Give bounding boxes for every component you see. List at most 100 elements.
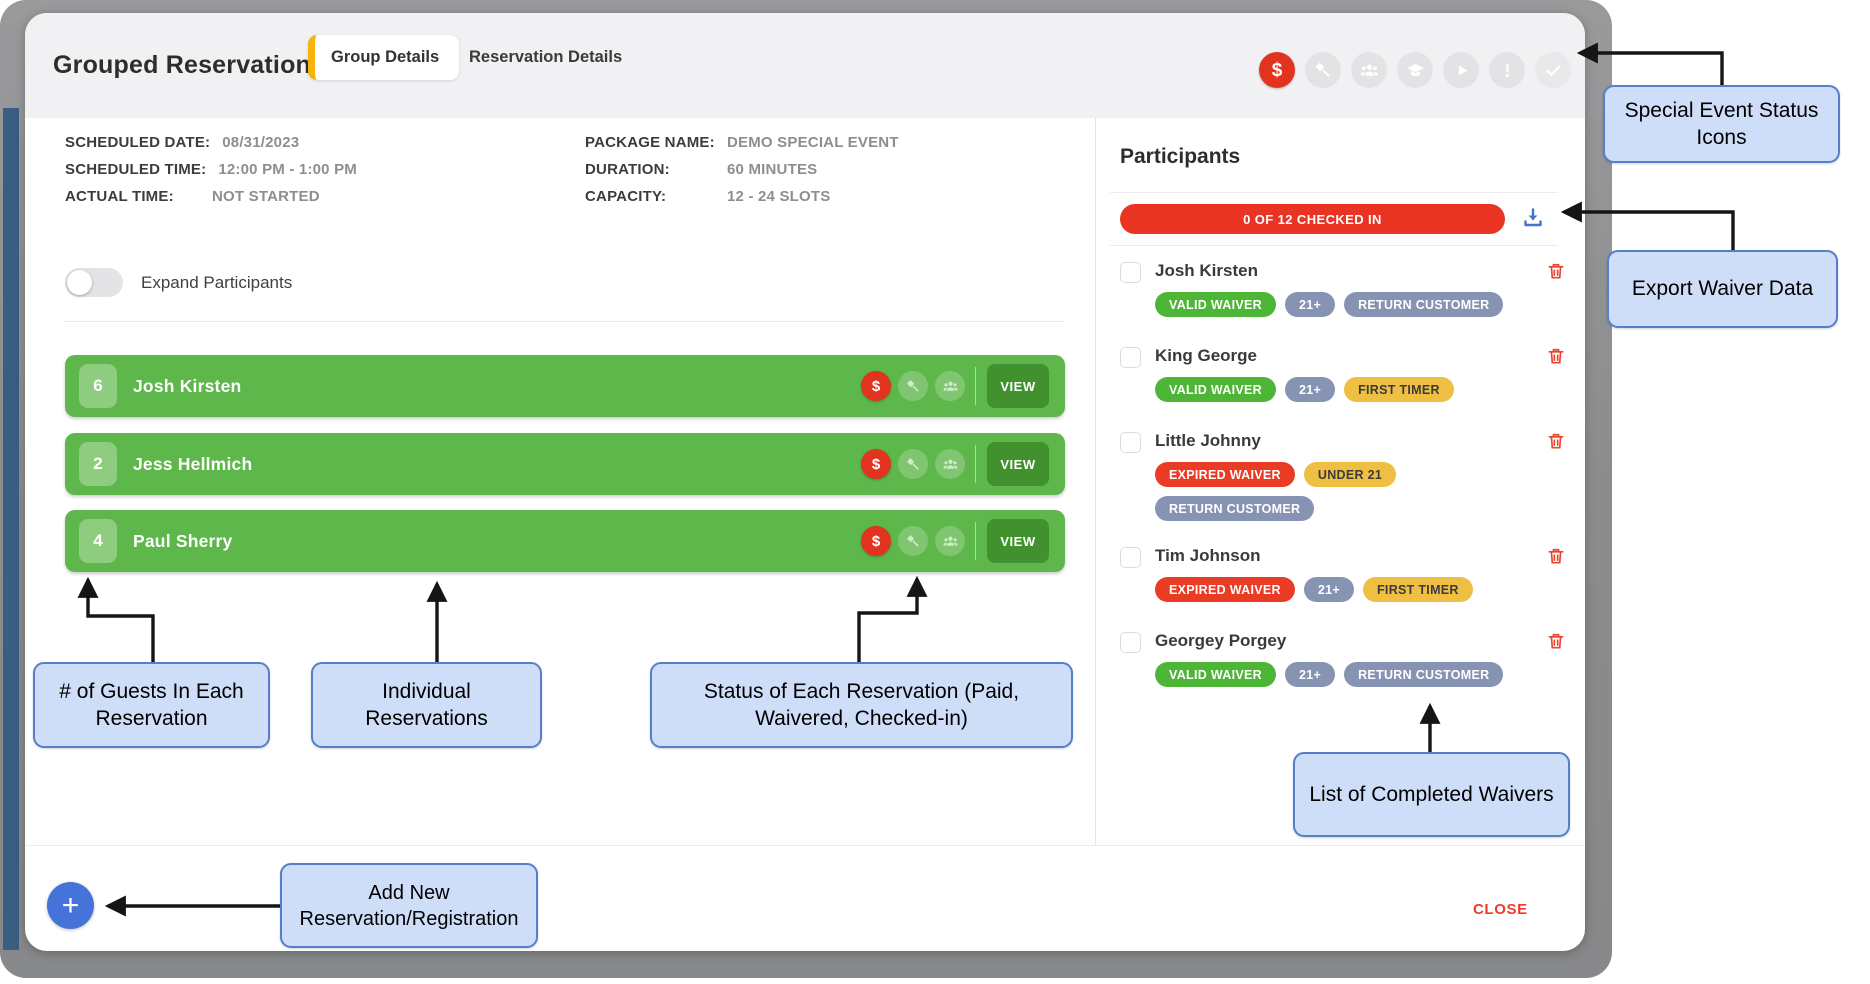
graduation-cap-status-icon[interactable] [1397, 52, 1433, 88]
participant-name: Josh Kirsten [1155, 261, 1258, 280]
checked-in-status-pill[interactable]: 0 OF 12 CHECKED IN [1120, 204, 1505, 234]
waiver-badge: VALID WAIVER [1155, 662, 1276, 687]
scheduled-time-value: 12:00 PM - 1:00 PM [218, 161, 357, 178]
participant-name: Little Johnny [1155, 431, 1261, 450]
grouped-reservation-modal: Grouped Reservation Group Details Reserv… [25, 13, 1585, 951]
schedule-details: SCHEDULED DATE: 08/31/2023 SCHEDULED TIME… [65, 134, 357, 215]
expand-participants-label: Expand Participants [141, 272, 293, 292]
participant-badges: VALID WAIVER 21+ FIRST TIMER [1155, 377, 1454, 402]
tab-group-details-label: Group Details [331, 48, 440, 66]
age-badge: 21+ [1284, 377, 1336, 402]
duration-label: DURATION: [585, 161, 670, 178]
tab-reservation-details[interactable]: Reservation Details [455, 35, 636, 80]
scheduled-date-label: SCHEDULED DATE: [65, 134, 211, 151]
customer-badge: RETURN CUSTOMER [1344, 292, 1504, 317]
bar-divider [975, 522, 976, 560]
trash-icon[interactable] [1545, 631, 1566, 652]
age-badge: UNDER 21 [1303, 462, 1397, 487]
view-reservation-button[interactable]: VIEW [987, 519, 1049, 563]
dollar-status-icon[interactable]: $ [1259, 52, 1295, 88]
callout-special-event-status-icons: Special Event Status Icons [1603, 85, 1840, 163]
background-page-strip [3, 108, 19, 950]
reservation-name: Paul Sherry [133, 530, 233, 551]
paid-status-icon[interactable]: $ [861, 449, 891, 479]
guest-count-badge: 6 [79, 364, 117, 408]
participants-divider [1110, 192, 1558, 193]
callout-add-new-reservation: Add New Reservation/Registration [280, 863, 538, 948]
reservation-name: Jess Hellmich [133, 453, 253, 474]
capacity-label: CAPACITY: [585, 188, 667, 205]
section-divider [65, 321, 1065, 322]
close-button[interactable]: CLOSE [1473, 901, 1528, 918]
tab-group-details[interactable]: Group Details [308, 35, 460, 80]
checkin-status-icon[interactable] [935, 371, 965, 401]
age-badge: 21+ [1284, 292, 1336, 317]
view-reservation-button[interactable]: VIEW [987, 442, 1049, 486]
trash-icon[interactable] [1545, 431, 1566, 452]
participant-badges: VALID WAIVER 21+ RETURN CUSTOMER [1155, 662, 1504, 687]
age-badge: 21+ [1303, 577, 1354, 602]
group-status-icon[interactable] [1351, 52, 1387, 88]
participant-checkbox[interactable] [1120, 632, 1141, 653]
callout-guests-per-reservation: # of Guests In Each Reservation [33, 662, 270, 748]
gavel-status-icon[interactable] [1305, 52, 1341, 88]
participant-name: King George [1155, 346, 1258, 365]
waiver-badge: EXPIRED WAIVER [1155, 462, 1295, 487]
participant-name: Georgey Porgey [1155, 631, 1287, 650]
special-event-status-icons: $ [1259, 52, 1571, 88]
participant-checkbox[interactable] [1120, 547, 1141, 568]
reservation-status-icons: $ [861, 371, 965, 401]
waiver-status-icon[interactable] [898, 371, 928, 401]
scheduled-time-label: SCHEDULED TIME: [65, 161, 207, 178]
guest-count-badge: 2 [79, 442, 117, 486]
callout-individual-reservations: Individual Reservations [311, 662, 542, 748]
view-reservation-button[interactable]: VIEW [987, 364, 1049, 408]
participant-badges: EXPIRED WAIVER 21+ FIRST TIMER [1155, 577, 1473, 602]
scheduled-date-value: 08/31/2023 [222, 134, 300, 151]
callout-completed-waivers: List of Completed Waivers [1293, 752, 1570, 837]
check-status-icon[interactable] [1535, 52, 1571, 88]
participants-divider [1110, 245, 1558, 246]
reservation-row-jess-hellmich[interactable]: 2 Jess Hellmich $ VIEW [65, 433, 1065, 495]
customer-badge: FIRST TIMER [1344, 377, 1454, 402]
reservation-name: Josh Kirsten [133, 375, 242, 396]
checkin-status-icon[interactable] [935, 449, 965, 479]
guest-count-badge: 4 [79, 519, 117, 563]
paid-status-icon[interactable]: $ [861, 526, 891, 556]
waiver-badge: EXPIRED WAIVER [1155, 577, 1295, 602]
waiver-status-icon[interactable] [898, 449, 928, 479]
toggle-knob [67, 270, 92, 295]
actual-time-value: NOT STARTED [212, 188, 320, 205]
checkin-status-icon[interactable] [935, 526, 965, 556]
participant-checkbox[interactable] [1120, 432, 1141, 453]
participant-name: Tim Johnson [1155, 546, 1261, 565]
package-details: PACKAGE NAME:DEMO SPECIAL EVENT DURATION… [585, 134, 899, 215]
participant-checkbox[interactable] [1120, 347, 1141, 368]
reservation-status-icons: $ [861, 526, 965, 556]
exclamation-status-icon[interactable] [1489, 52, 1525, 88]
participant-badges: VALID WAIVER 21+ RETURN CUSTOMER [1155, 292, 1504, 317]
participants-heading: Participants [1120, 145, 1241, 168]
actual-time-label: ACTUAL TIME: [65, 188, 174, 205]
download-icon[interactable] [1519, 205, 1547, 233]
trash-icon[interactable] [1545, 546, 1566, 567]
participant-badges: EXPIRED WAIVER UNDER 21 RETURN CUSTOMER [1155, 462, 1485, 521]
participant-checkbox[interactable] [1120, 262, 1141, 283]
reservation-row-paul-sherry[interactable]: 4 Paul Sherry $ VIEW [65, 510, 1065, 572]
bar-divider [975, 445, 976, 483]
trash-icon[interactable] [1545, 261, 1566, 282]
tab-reservation-details-label: Reservation Details [469, 48, 623, 66]
customer-badge: RETURN CUSTOMER [1155, 496, 1315, 521]
waiver-status-icon[interactable] [898, 526, 928, 556]
expand-participants-row: Expand Participants [65, 268, 292, 297]
expand-participants-toggle[interactable] [65, 268, 123, 297]
bar-divider [975, 367, 976, 405]
add-reservation-button[interactable]: + [47, 882, 94, 929]
paid-status-icon[interactable]: $ [861, 371, 891, 401]
trash-icon[interactable] [1545, 346, 1566, 367]
footer-divider [25, 845, 1585, 846]
play-status-icon[interactable] [1443, 52, 1479, 88]
package-name-value: DEMO SPECIAL EVENT [727, 134, 899, 151]
reservation-row-josh-kirsten[interactable]: 6 Josh Kirsten $ VIEW [65, 355, 1065, 417]
